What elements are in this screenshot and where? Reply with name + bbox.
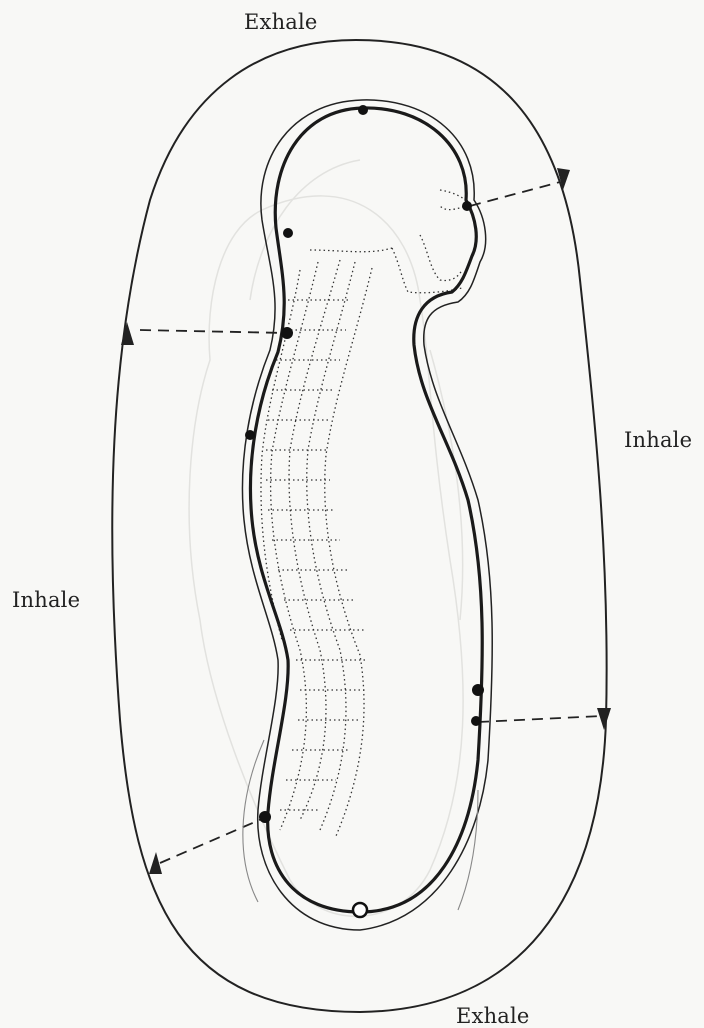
dashed-connector xyxy=(140,330,287,333)
dashed-connectors xyxy=(140,182,602,863)
point-dot xyxy=(462,201,472,211)
inhale-left-label: Inhale xyxy=(12,588,80,612)
point-dot xyxy=(281,327,293,339)
base-open-circle xyxy=(353,903,367,917)
arrowhead-icon xyxy=(597,708,611,730)
arrowhead-icon xyxy=(121,322,134,345)
inhale-right-label: Inhale xyxy=(624,428,692,452)
exhale-top-label: Exhale xyxy=(244,10,318,34)
point-dot xyxy=(471,716,481,726)
point-dot xyxy=(472,684,484,696)
skull-dotted xyxy=(310,190,470,293)
faint-background-outline xyxy=(189,160,463,916)
dashed-connector xyxy=(160,818,264,863)
point-dot xyxy=(245,430,255,440)
dashed-connector xyxy=(470,182,560,206)
faint-leg-curves xyxy=(243,740,478,910)
point-dot xyxy=(358,105,368,115)
breathing-cycle-loop xyxy=(112,40,606,1012)
dashed-connector xyxy=(478,716,602,722)
body-points xyxy=(245,105,484,823)
body-thick-outline xyxy=(250,108,482,912)
point-dot xyxy=(283,228,293,238)
point-dot xyxy=(259,811,271,823)
cycle-arrowheads xyxy=(121,168,611,874)
body-outer-outline xyxy=(242,100,492,930)
exhale-bottom-label: Exhale xyxy=(456,1004,530,1028)
